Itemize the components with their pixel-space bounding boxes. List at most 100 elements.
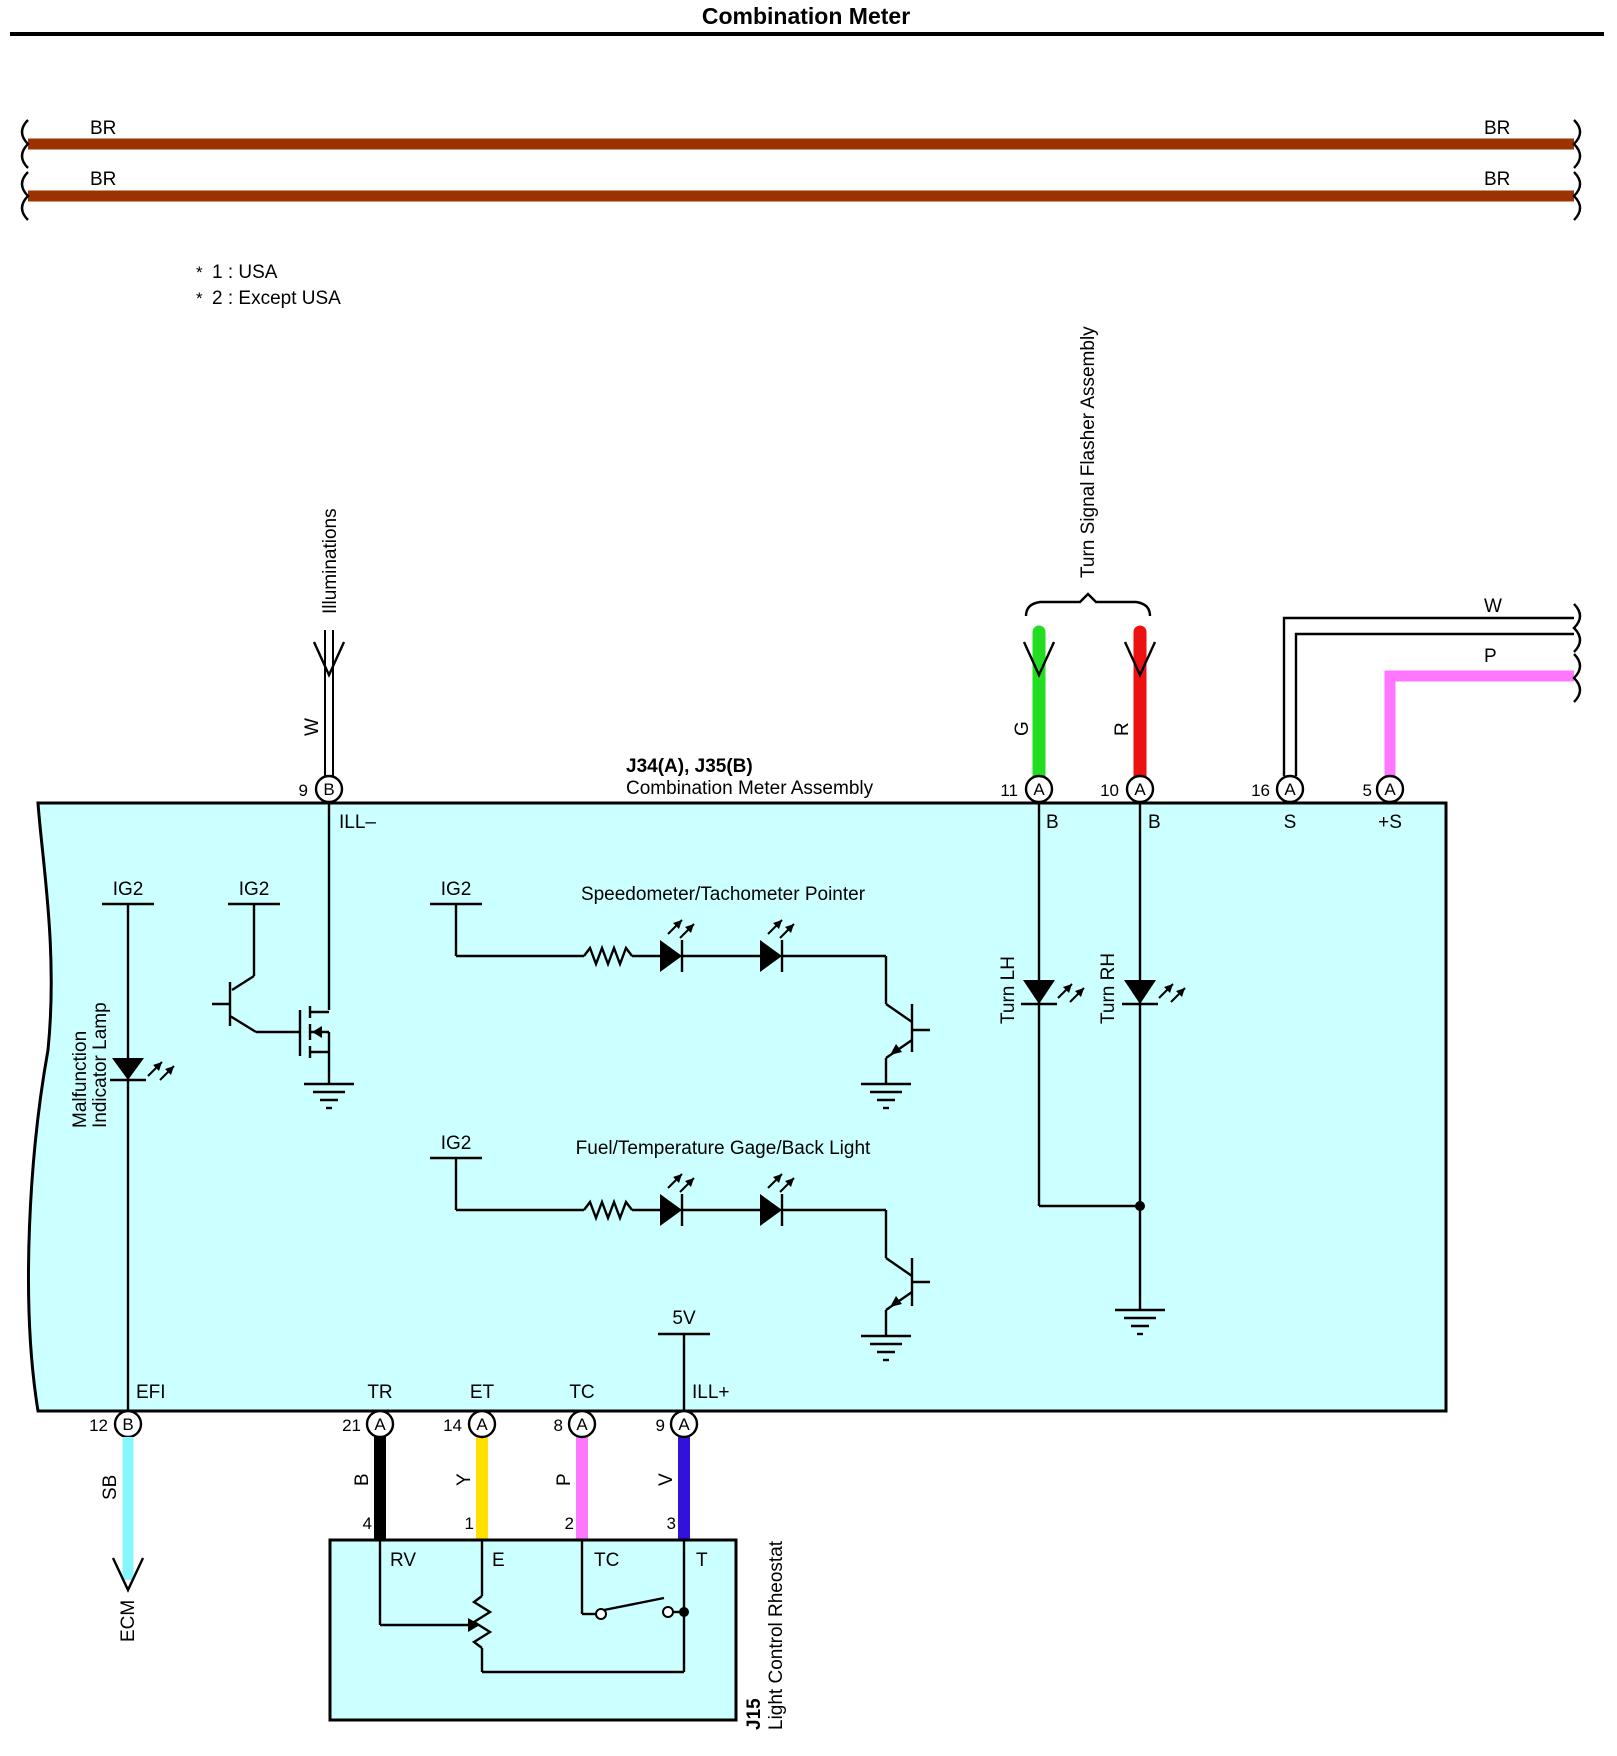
break-mark — [1572, 119, 1582, 169]
wire-color-label: B — [352, 1473, 373, 1486]
pin-number: 9 — [299, 781, 308, 800]
pin-function: EFI — [136, 1382, 166, 1403]
br-harness-lines: BR BR BR BR — [20, 118, 1582, 221]
pin-number: 16 — [1251, 781, 1270, 800]
pin-connector-letter: A — [1284, 780, 1296, 799]
assembly-connector-code: J34(A), J35(B) — [626, 756, 753, 777]
rheostat-pin-number: 1 — [465, 1514, 474, 1533]
led-icon — [660, 1194, 682, 1226]
break-mark — [1572, 653, 1582, 703]
light-control-rheostat: RV E TC T J15 Light Control Rheostat — [328, 1538, 787, 1730]
assembly-name: Combination Meter Assembly — [626, 778, 874, 799]
pin-connector — [1275, 774, 1305, 804]
led-icon — [112, 1058, 144, 1080]
illumination-driver: IG2 — [212, 879, 356, 1110]
ig2-label: IG2 — [441, 879, 472, 900]
led-icon — [660, 940, 682, 972]
mil-label-2: Indicator Lamp — [90, 1002, 111, 1128]
speedo-label: Speedometer/Tachometer Pointer — [581, 884, 866, 905]
led-icon — [1124, 980, 1156, 1004]
note-1: 1 : USA — [212, 262, 278, 283]
pin-function: ET — [470, 1382, 495, 1403]
junction-dot — [679, 1607, 689, 1617]
flasher-label: Turn Signal Flasher Assembly — [1078, 326, 1099, 578]
pin-connector-letter: A — [374, 1415, 386, 1434]
combination-meter-assembly — [27, 801, 1448, 1413]
pin-number: 10 — [1100, 781, 1119, 800]
wire-color-label: BR — [1484, 169, 1510, 190]
pin-number: 9 — [656, 1416, 665, 1435]
led-icon — [760, 1194, 782, 1226]
wire-color-label: BR — [90, 169, 116, 190]
wire-color-label: G — [1012, 721, 1033, 736]
p-wire — [1384, 670, 1574, 776]
junction-dot — [1135, 1201, 1145, 1211]
pin-connector-letter: B — [122, 1415, 133, 1434]
pin-number: 8 — [554, 1416, 563, 1435]
break-mark — [20, 171, 30, 221]
rheostat-name: Light Control Rheostat — [766, 1540, 787, 1730]
break-mark — [1572, 603, 1582, 653]
pin-function: +S — [1378, 812, 1402, 833]
wire-color-label: R — [1112, 722, 1133, 736]
rheostat-pin-label: T — [696, 1550, 708, 1571]
pin-function: TR — [367, 1382, 392, 1403]
ill-plus-circuit: 5V — [658, 1308, 710, 1410]
pin-connector — [567, 1409, 597, 1439]
pin-connector-letter: A — [1384, 780, 1396, 799]
rheostat-pin-label: E — [492, 1550, 505, 1571]
pin-connector-letter: A — [476, 1415, 488, 1434]
led-icon — [760, 940, 782, 972]
page-title: Combination Meter — [702, 3, 910, 29]
ecm-label: ECM — [118, 1600, 139, 1642]
pin-number: 14 — [443, 1416, 462, 1435]
ig2-label: IG2 — [239, 879, 270, 900]
turn-rh-label: Turn RH — [1098, 953, 1119, 1024]
turn-lh-label: Turn LH — [998, 956, 1019, 1024]
wire-color-label: V — [656, 1473, 677, 1486]
notes: * 1 : USA * 2 : Except USA — [196, 262, 341, 309]
wire-color-label: BR — [90, 118, 116, 139]
bottom-pins: TR ET TC ILL+ A 21 A 14 A 8 A 9 B Y P V … — [342, 1382, 730, 1540]
note-2: 2 : Except USA — [212, 288, 341, 309]
speed-signal-circuit: W P A 16 S A 5 +S — [1251, 596, 1582, 833]
wire-color-label: W — [302, 718, 323, 736]
turn-signal-circuit: Turn Signal Flasher Assembly G R A 11 B … — [998, 326, 1186, 1336]
rheostat-pin-label: TC — [594, 1550, 619, 1571]
pin-connector — [669, 1409, 699, 1439]
pin-connector-letter: A — [1033, 780, 1045, 799]
pin-connector-letter: A — [678, 1415, 690, 1434]
wire-color-label: P — [1484, 646, 1497, 667]
ig2-label: IG2 — [441, 1133, 472, 1154]
pin-connector-letter: B — [323, 780, 334, 799]
wire-color-label: P — [554, 1473, 575, 1486]
variable-resistor-icon — [471, 1595, 493, 1649]
switch-icon — [603, 1596, 665, 1612]
rheostat-pin-number: 2 — [565, 1514, 574, 1533]
fuel-temp-circuit: IG2 Fuel/Temperature Gage/Back Light — [430, 1133, 930, 1362]
pin-function: S — [1284, 812, 1297, 833]
note-mark: * — [196, 263, 203, 282]
pin-number: 5 — [1363, 781, 1372, 800]
pin-number: 11 — [1000, 781, 1018, 800]
rheostat-pin-label: RV — [390, 1550, 416, 1571]
pin-connector-letter: A — [1134, 780, 1146, 799]
pin-number: 21 — [342, 1416, 361, 1435]
speedo-tach-circuit: IG2 Speedometer/Tachometer Pointer — [430, 879, 930, 1110]
pin-number: 12 — [89, 1416, 108, 1435]
5v-label: 5V — [672, 1308, 696, 1329]
mil-label-1: Malfunction — [70, 1031, 91, 1128]
ig2-label: IG2 — [113, 879, 144, 900]
pin-connector — [365, 1409, 395, 1439]
pin-connector — [1375, 774, 1405, 804]
wire-color-label: Y — [454, 1473, 475, 1486]
pin-connector — [467, 1409, 497, 1439]
pin-connector-letter: A — [576, 1415, 588, 1434]
fuel-label: Fuel/Temperature Gage/Back Light — [576, 1138, 871, 1159]
break-mark — [20, 119, 30, 169]
note-mark: * — [196, 289, 203, 308]
rheostat-pin-number: 3 — [667, 1514, 676, 1533]
led-icon — [1023, 980, 1055, 1004]
wire-color-label: W — [1484, 596, 1502, 617]
